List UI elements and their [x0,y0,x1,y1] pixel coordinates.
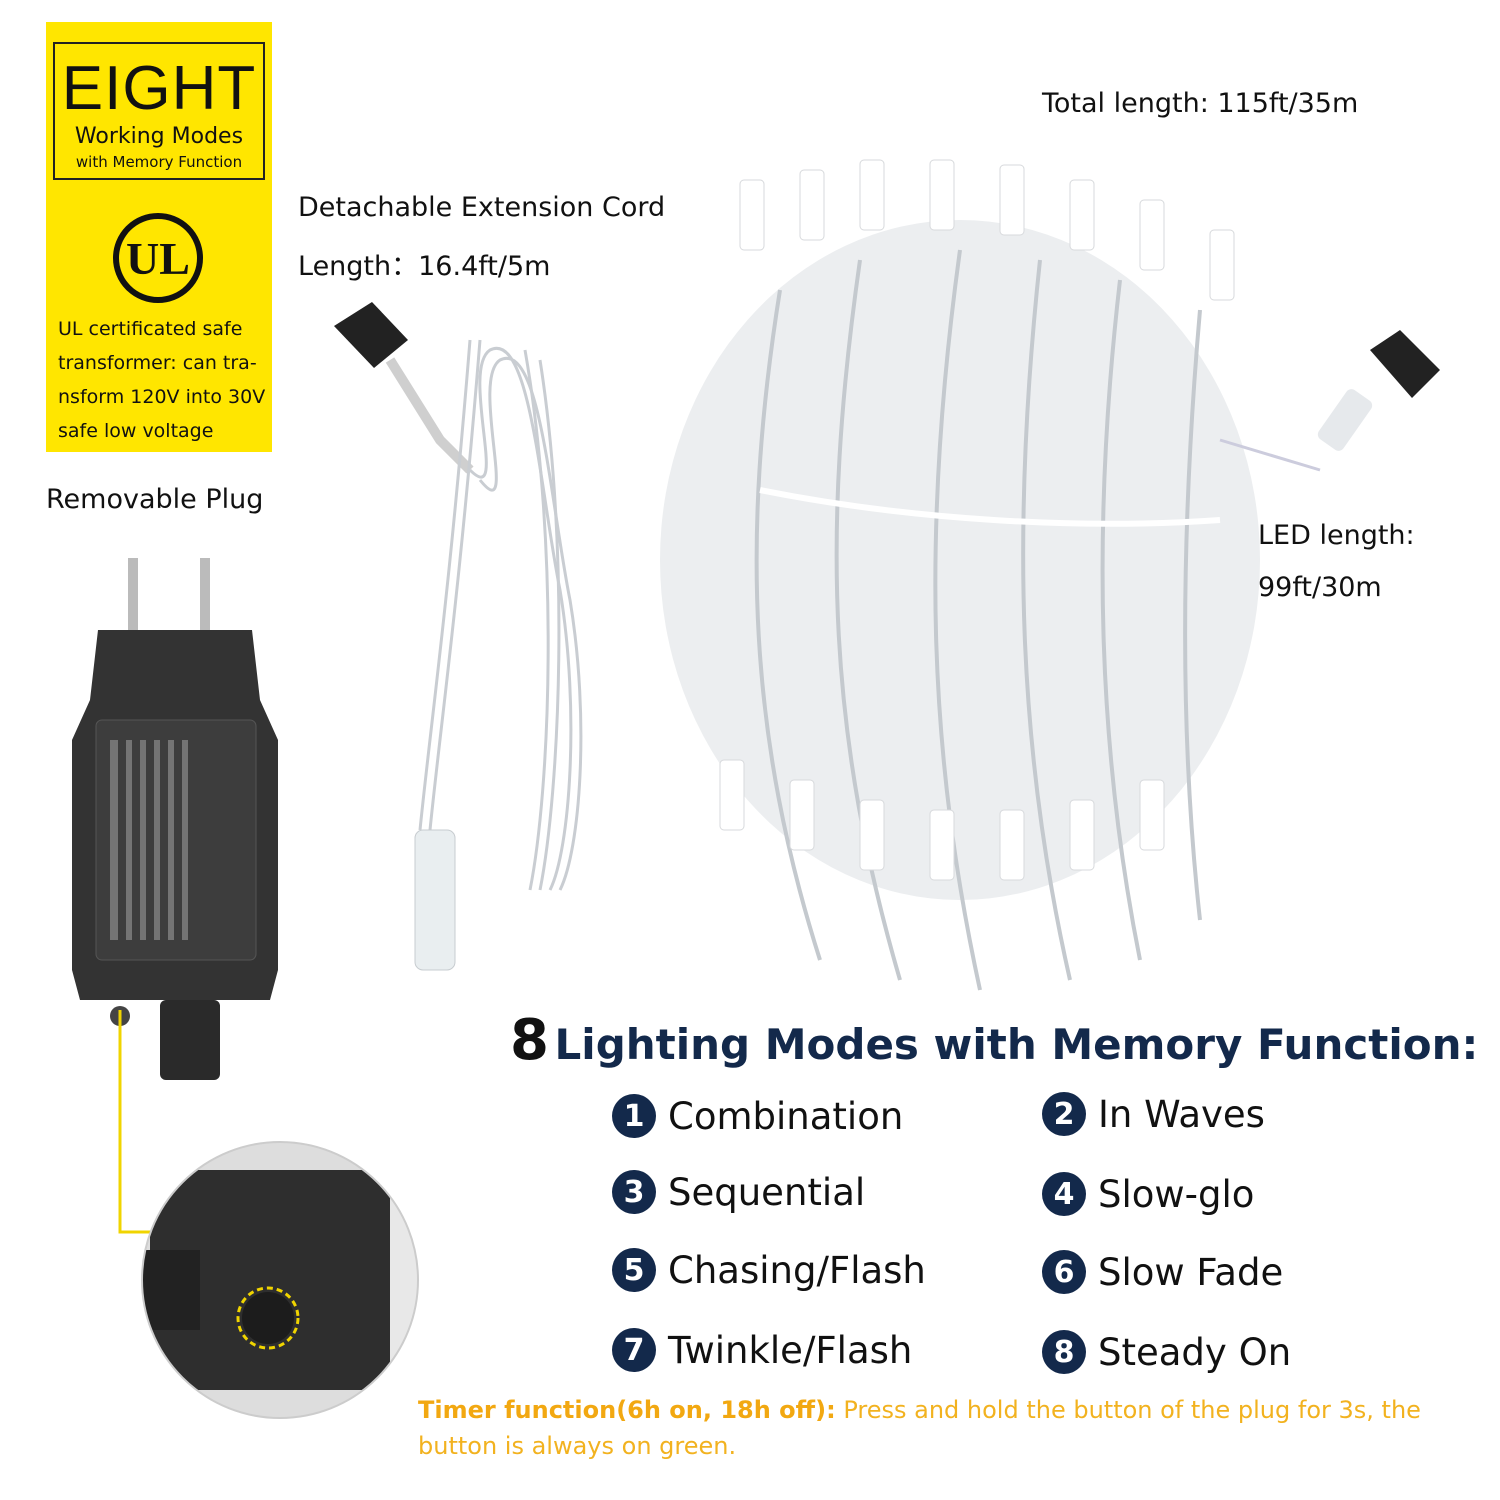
mode-label: Slow Fade [1098,1250,1284,1294]
mode-item-chasing-flash: 5 Chasing/Flash [612,1248,926,1292]
modes-heading-text: Lighting Modes with Memory Function: [554,1020,1479,1069]
mode-item-in-waves: 2 In Waves [1042,1092,1265,1136]
svg-text:UL: UL [126,233,190,284]
mode-label: Slow-glo [1098,1172,1255,1216]
feature-badge: EIGHT Working Modes with Memory Function… [46,22,272,452]
mode-number-badge: 4 [1042,1172,1086,1216]
eight-title: EIGHT [61,54,257,123]
timer-note-text: Press and hold the button of the plug fo… [418,1396,1421,1460]
led-string-bundle-image [660,159,1440,991]
mode-item-sequential: 3 Sequential [612,1170,865,1214]
extension-cord-length: Length：16.4ft/5m [298,251,551,282]
mode-item-twinkle-flash: 7 Twinkle/Flash [612,1328,912,1372]
timer-note: Timer function(6h on, 18h off): Press an… [418,1392,1488,1464]
button-callout-line [118,1010,150,1234]
button-zoom-image [141,1141,419,1419]
mode-label: Twinkle/Flash [668,1328,913,1372]
mode-item-slow-fade: 6 Slow Fade [1042,1250,1283,1294]
mode-item-slow-glo: 4 Slow-glo [1042,1172,1254,1216]
removable-plug-label: Removable Plug [46,484,264,515]
mode-number-badge: 2 [1042,1092,1086,1136]
led-length-value: 99ft/30m [1258,572,1382,603]
mode-label: Sequential [668,1170,866,1214]
mode-label: Combination [668,1094,904,1138]
working-modes-text: Working Modes [74,124,244,149]
extension-cord-image [334,302,583,971]
mode-item-combination: 1 Combination [612,1094,903,1138]
mode-item-steady-on: 8 Steady On [1042,1330,1291,1374]
timer-note-heading: Timer function(6h on, 18h off): [418,1396,836,1424]
modes-heading: 8 Lighting Modes with Memory Function: [510,1008,1478,1073]
total-length-label: Total length: 115ft/35m [1042,88,1359,119]
mode-number-badge: 3 [612,1170,656,1214]
mode-label: Chasing/Flash [668,1248,926,1292]
led-length-label: LED length: [1258,520,1415,551]
eight-modes-box: EIGHT Working Modes with Memory Function [53,42,265,180]
ul-description: UL certificated safe transformer: can tr… [58,318,266,442]
mode-number-badge: 8 [1042,1330,1086,1374]
power-adapter-image [72,558,278,1080]
mode-number-badge: 7 [612,1328,656,1372]
mode-number-badge: 5 [612,1248,656,1292]
mode-label: In Waves [1098,1092,1265,1136]
mode-number-badge: 6 [1042,1250,1086,1294]
extension-cord-title: Detachable Extension Cord [298,192,666,223]
mode-label: Steady On [1098,1330,1292,1374]
ul-certification-icon: UL [113,213,203,303]
memory-function-text: with Memory Function [75,153,243,171]
modes-count: 8 [510,1008,549,1073]
mode-number-badge: 1 [612,1094,656,1138]
